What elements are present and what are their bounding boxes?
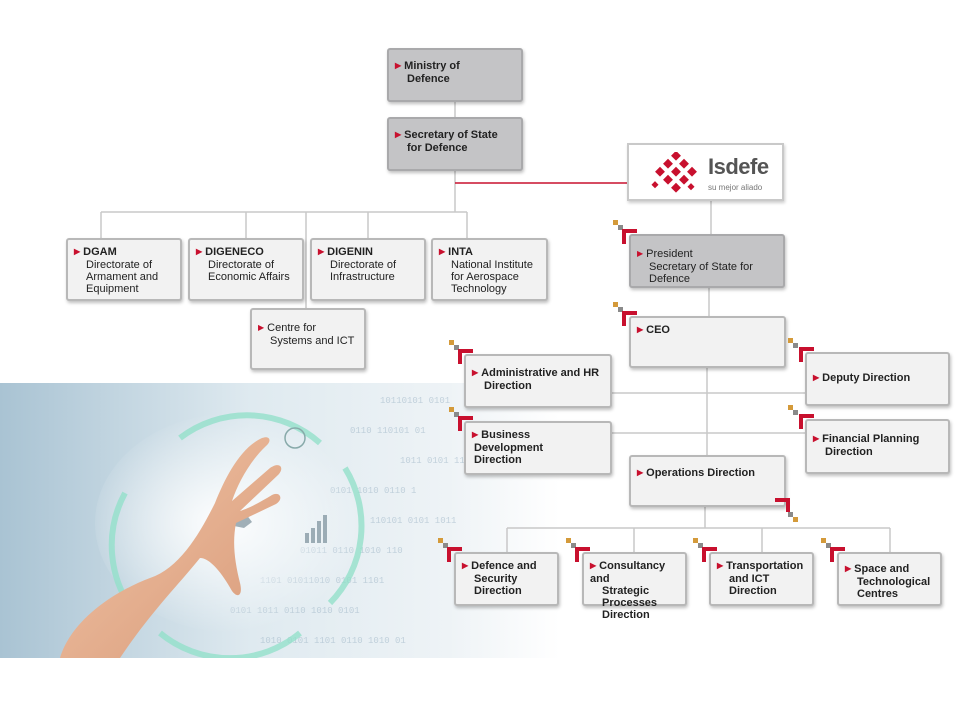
directorate-desc-line: Economic Affairs: [208, 271, 290, 283]
bottom-line: Strategic: [602, 585, 650, 597]
bottom-line: Security: [474, 573, 518, 585]
operations-box[interactable]: Operations Direction: [629, 455, 786, 507]
ministry-title-2: Defence: [407, 73, 450, 85]
logo-name: Isdefe: [708, 154, 769, 179]
financial-box[interactable]: Financial Planning Direction: [805, 419, 950, 474]
bottom-line: Processes: [602, 597, 658, 609]
svg-text:0101 1010 0110 1: 0101 1010 0110 1: [330, 486, 416, 496]
bottom-line: Consultancy and: [590, 560, 679, 585]
centre-systems-ict[interactable]: Centre for Systems and ICT: [250, 308, 366, 370]
bottom-line: Technological: [857, 576, 931, 588]
directorate-dgam[interactable]: DGAM Directorate of Armament and Equipme…: [66, 238, 182, 301]
directorate-abbr: INTA: [439, 246, 540, 259]
president-line-1: President: [637, 248, 777, 261]
deputy-box[interactable]: Deputy Direction: [805, 352, 950, 406]
directorate-desc-line: Directorate of: [208, 259, 275, 271]
svg-text:1011 0101 1101: 1011 0101 1101: [400, 456, 476, 466]
admin-hr-box[interactable]: Administrative and HR Direction: [464, 354, 612, 408]
directorate-desc-line: for Aerospace: [451, 271, 519, 283]
directorate-abbr: DIGENECO: [196, 246, 296, 259]
transportation-ict-box[interactable]: Transportation and ICT Direction: [709, 552, 814, 606]
financial-line-2: Direction: [825, 446, 873, 458]
centre-line-2: Systems and ICT: [270, 335, 355, 347]
bottom-line: Direction: [474, 585, 522, 597]
defence-security-box[interactable]: Defence and Security Direction: [454, 552, 559, 606]
directorate-digeneco[interactable]: DIGENECO Directorate of Economic Affairs: [188, 238, 304, 301]
business-line-2: Development: [474, 442, 544, 454]
business-line-1: Business: [472, 429, 604, 442]
bottom-line: Defence and: [462, 560, 551, 573]
directorate-inta[interactable]: INTA National Institute for Aerospace Te…: [431, 238, 548, 301]
admin-hr-line-2: Direction: [484, 380, 532, 392]
admin-hr-line-1: Administrative and HR: [472, 367, 604, 380]
isdefe-logo-box: Isdefe su mejor aliado: [627, 143, 784, 201]
svg-text:110101 0101 1011: 110101 0101 1011: [370, 516, 456, 526]
ceo-box[interactable]: CEO: [629, 316, 786, 368]
business-box[interactable]: Business Development Direction: [464, 421, 612, 475]
bottom-line: and ICT: [729, 573, 770, 585]
svg-text:10110101 0101: 10110101 0101: [380, 396, 450, 406]
secretary-box[interactable]: Secretary of State for Defence: [387, 117, 523, 171]
space-tech-box[interactable]: Space and Technological Centres: [837, 552, 942, 606]
logo-tagline: su mejor aliado: [708, 183, 763, 192]
directorate-abbr: DGAM: [74, 246, 174, 259]
svg-text:0110 110101 01: 0110 110101 01: [350, 426, 426, 436]
svg-text:1010 0101 1101 0110 1010 01: 1010 0101 1101 0110 1010 01: [260, 636, 406, 646]
financial-line-1: Financial Planning: [813, 433, 942, 446]
bottom-line: Direction: [602, 609, 650, 621]
bottom-line: Space and: [845, 563, 934, 576]
bottom-line: Transportation: [717, 560, 806, 573]
directorate-desc-line: Technology: [451, 283, 507, 295]
president-line-3: Defence: [649, 273, 690, 285]
directorate-desc-line: Armament and: [86, 271, 159, 283]
secretary-title: Secretary of State: [395, 129, 515, 142]
ministry-box[interactable]: Ministry of Defence: [387, 48, 523, 102]
ceo-label: CEO: [637, 324, 778, 337]
bottom-line: Centres: [857, 588, 898, 600]
deputy-label: Deputy Direction: [813, 372, 942, 385]
directorate-desc-line: Infrastructure: [330, 271, 395, 283]
centre-line-1: Centre for: [258, 322, 358, 335]
isdefe-logo-icon: [651, 152, 697, 193]
ministry-title: Ministry of: [395, 60, 515, 73]
directorate-desc-line: Directorate of: [330, 259, 397, 271]
business-line-3: Direction: [474, 454, 522, 466]
directorate-digenin[interactable]: DIGENIN Directorate of Infrastructure: [310, 238, 426, 301]
directorate-abbr: DIGENIN: [318, 246, 418, 259]
consultancy-box[interactable]: Consultancy and Strategic Processes Dire…: [582, 552, 687, 621]
bottom-line: Direction: [729, 585, 777, 597]
president-box[interactable]: President Secretary of State for Defence: [629, 234, 785, 288]
directorate-desc-line: Equipment: [86, 283, 139, 295]
secretary-title-2: for Defence: [407, 142, 468, 154]
directorate-desc-line: National Institute: [451, 259, 533, 271]
president-line-2: Secretary of State for: [649, 261, 753, 273]
directorate-desc-line: Directorate of: [86, 259, 153, 271]
operations-label: Operations Direction: [637, 467, 778, 480]
